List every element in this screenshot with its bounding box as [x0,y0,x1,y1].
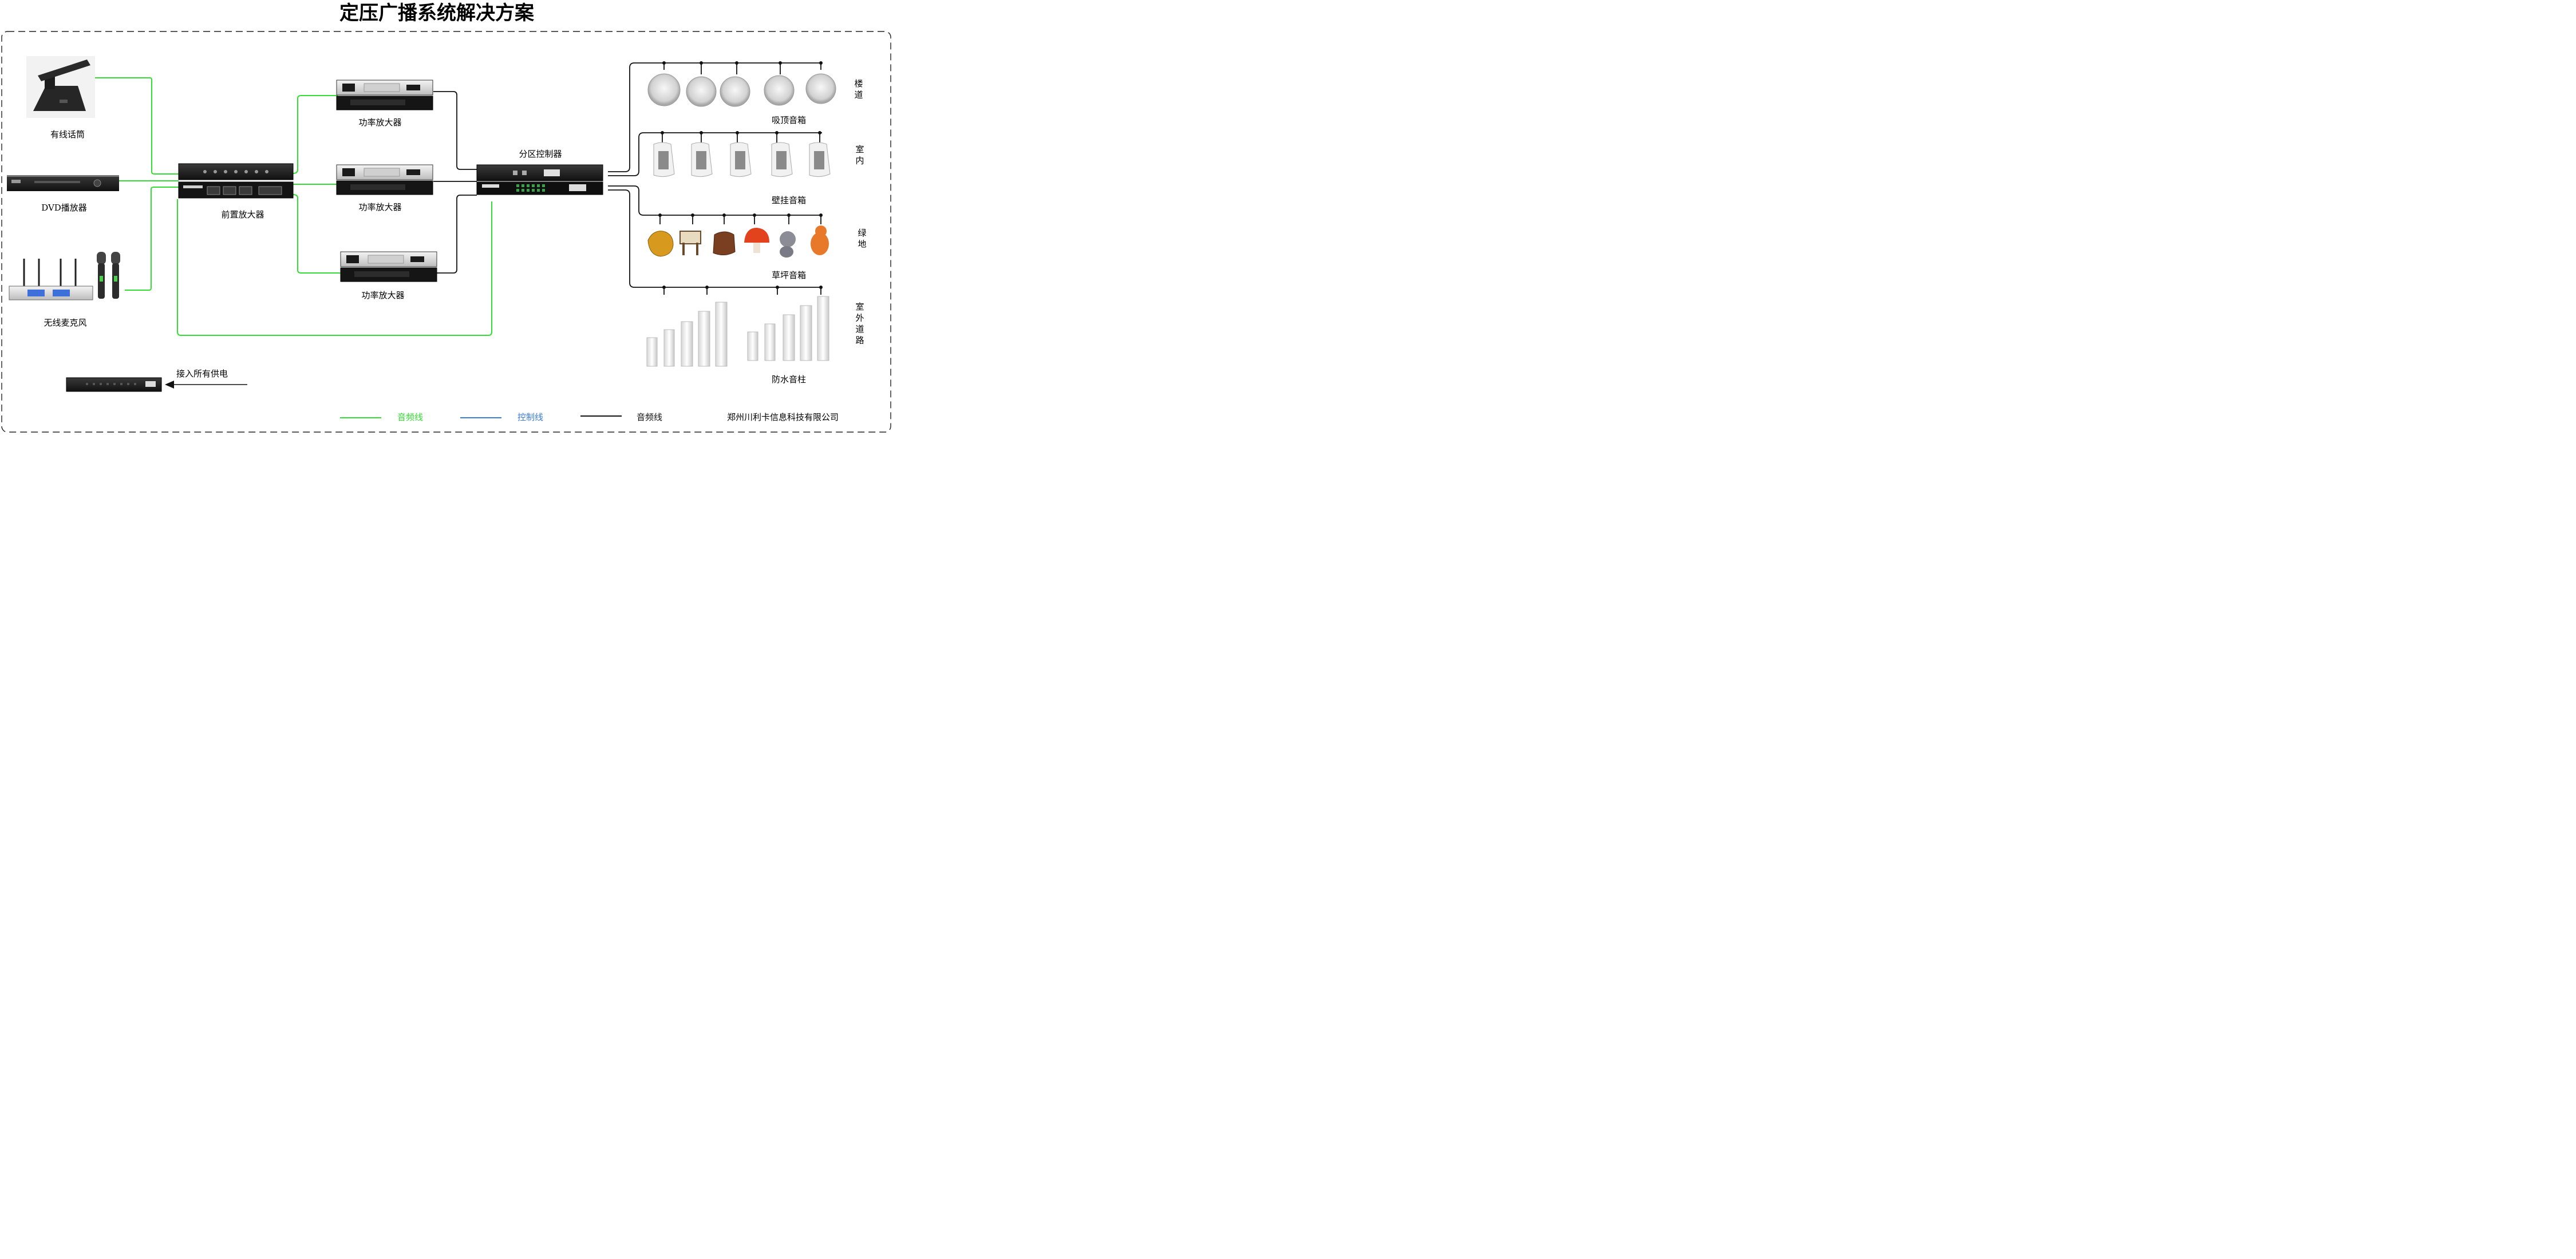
power-amp-3-icon [340,251,437,282]
column-speaker-label: 防水音柱 [772,374,806,385]
page-title: 定压广播系统解决方案 [339,2,535,25]
zone-line-green [608,185,822,216]
zone-line-corridor [608,62,822,172]
legend-label-control: 控制线 [517,412,543,422]
preamp-label: 前置放大器 [221,209,264,220]
zone-controller-icon [476,164,603,195]
zone-label-indoor: 室内 [855,144,864,166]
speaker-lines [433,62,822,295]
wireless-mic-label: 无线麦克风 [44,318,86,328]
power-amp-3-label: 功率放大器 [361,290,404,300]
wireless-receiver-icon [9,259,93,300]
power-sequencer-icon [66,377,162,392]
zone-controller-label: 分区控制器 [519,149,562,159]
ceiling-speaker-label: 吸顶音箱 [772,115,806,125]
zone-label-corridor: 楼道 [854,78,863,100]
ceiling-speaker-icons [647,73,836,107]
lawn-speaker-label: 草坪音箱 [772,270,806,280]
power-note: 接入所有供电 [176,369,228,379]
audio-line-wired-mic [95,77,179,175]
wall-speaker-icons [653,142,831,177]
power-amp-2-label: 功率放大器 [358,202,401,212]
handheld-mic-icons [97,252,120,299]
amp-3-to-zone-controller [437,195,477,274]
audio-line-amp-3 [293,194,341,274]
column-speaker-icons [646,296,829,367]
power-amp-2-icon [336,164,433,195]
legend-label-audio-green: 音频线 [397,412,423,422]
wired-mic-icon [26,56,95,118]
dvd-player-icon [7,175,119,191]
audio-lines [95,77,492,336]
power-arrow-head-icon [165,381,174,389]
legend: 音频线 控制线 音频线 [340,412,662,422]
legend-label-audio-black: 音频线 [637,412,662,422]
lawn-speaker-icons [647,225,829,258]
audio-line-wireless-mic [125,187,179,291]
audio-line-preamp-to-zone-controller [177,199,492,336]
zone-label-road: 室外道路 [855,302,864,346]
dvd-label: DVD播放器 [41,203,87,213]
broadcast-system-diagram: 定压广播系统解决方案 [1,2,891,433]
preamp-icon [178,163,294,199]
power-amp-1-label: 功率放大器 [358,117,401,128]
junction-dots [658,61,823,289]
system-boundary [1,31,891,433]
amp-1-to-zone-controller [433,91,477,170]
zone-line-indoor [608,132,822,176]
wall-speaker-label: 壁挂音箱 [772,195,806,205]
zone-line-road [608,189,822,288]
wired-mic-label: 有线话筒 [50,129,85,140]
power-amp-1-icon [336,80,433,110]
audio-line-amp-1 [293,95,338,174]
zone-label-green: 绿地 [858,228,866,250]
company-name: 郑州川利卡信息科技有限公司 [727,412,839,422]
